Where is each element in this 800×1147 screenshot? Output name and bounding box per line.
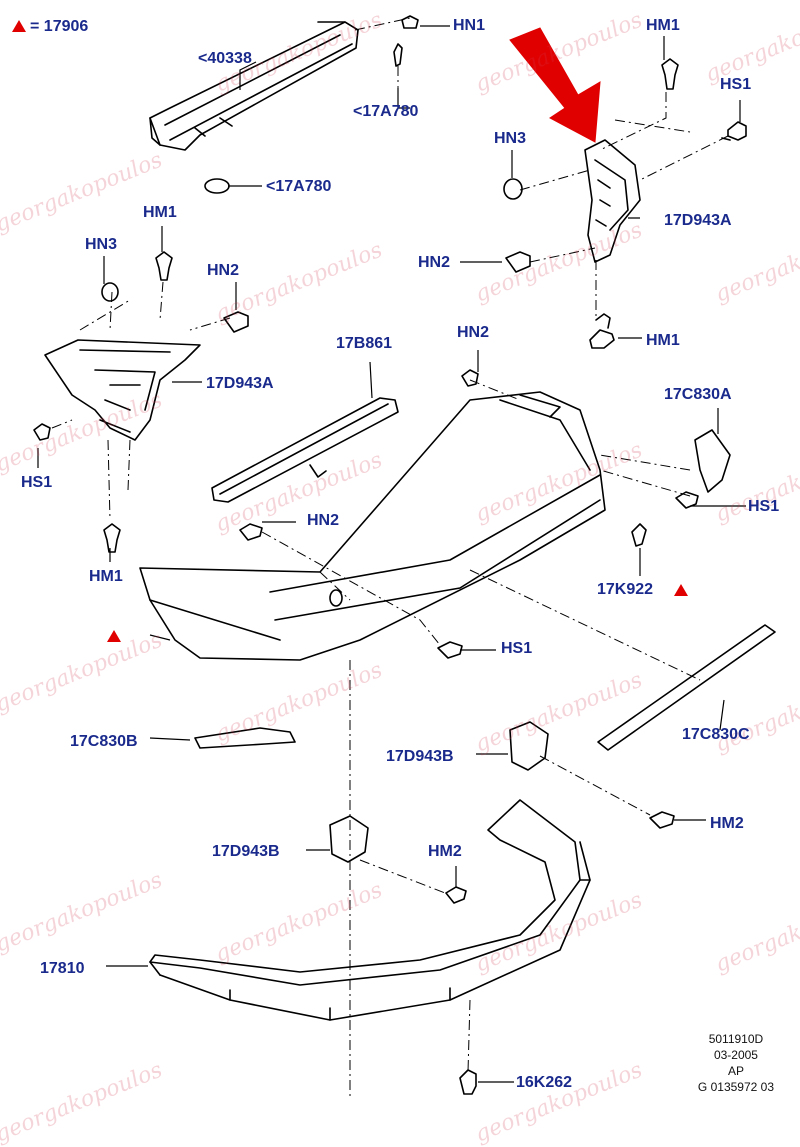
trim-strip-17b861: [211, 397, 399, 503]
bracket-17d943b-upper: [509, 721, 549, 771]
label-hn2-left: HN2: [207, 262, 240, 279]
label-17c830a: 17C830A: [664, 386, 732, 403]
label-hs1-top: HS1: [720, 76, 752, 93]
cap-17k922: [631, 523, 647, 547]
red-triangle-marker: [107, 630, 121, 642]
red-triangle-marker: [674, 584, 688, 596]
screw-hm2-mid: [445, 886, 467, 904]
bracket-17d943a-right: [584, 139, 641, 263]
clip-hm1-left: [155, 251, 173, 281]
bumper-cover: [139, 391, 606, 661]
lower-valance-17810: [149, 799, 591, 1021]
label-hn1-top: HN1: [453, 17, 486, 34]
label-hm1-lower: HM1: [89, 568, 123, 585]
legend-text: = 17906: [30, 18, 89, 35]
ref-line-4: G 0135972 03: [697, 1080, 774, 1094]
label-17810: 17810: [40, 960, 85, 977]
grommet-17a780: [204, 178, 230, 194]
label-40338: <40338: [198, 50, 252, 67]
bracket-17d943b-lower: [329, 815, 369, 863]
reinforcement-bar-40338: [149, 21, 359, 151]
screw-hm2-right: [649, 811, 675, 829]
nut-hn1-top: [401, 15, 419, 29]
clip-17a780-top: [393, 43, 403, 67]
end-piece-17c830a: [694, 429, 731, 493]
label-hn2-center: HN2: [307, 512, 340, 529]
nut-hn3-left: [101, 282, 119, 302]
ref-line-1: 5011910D: [708, 1032, 764, 1046]
label-17d943b-lower: 17D943B: [212, 843, 280, 860]
label-17a780-top: <17A780: [353, 103, 419, 120]
label-hm2-mid: HM2: [428, 843, 462, 860]
screw-hs1-left: [33, 423, 51, 441]
label-hn3-left: HN3: [85, 236, 118, 253]
bracket-17d943a-left: [44, 339, 201, 441]
bolt-hn2-mid: [461, 369, 479, 387]
label-17a780-bottom: <17A780: [266, 178, 332, 195]
label-hs1-center: HS1: [501, 640, 533, 657]
label-16k262: 16K262: [516, 1074, 573, 1091]
label-17d943a-right: 17D943A: [664, 212, 732, 229]
label-hm1-right: HM1: [646, 332, 680, 349]
label-17b861: 17B861: [336, 335, 393, 352]
label-hn3-right: HN3: [494, 130, 527, 147]
ref-line-2: 03-2005: [713, 1048, 758, 1062]
red-arrow: [509, 27, 601, 143]
leader-lines: [37, 25, 746, 1083]
label-17d943a-left: 17D943A: [206, 375, 274, 392]
screw-hn2-center: [239, 523, 263, 541]
drawing-reference: 5011910D 03-2005 AP G 0135972 03: [698, 1031, 774, 1095]
label-hm1-left: HM1: [143, 204, 177, 221]
label-hm2-right: HM2: [710, 815, 744, 832]
bolt-hn2-right: [505, 251, 531, 273]
label-hn2-right: HN2: [418, 254, 451, 271]
clip-hm1-lower: [103, 523, 121, 553]
screw-hs1-right: [675, 491, 699, 509]
red-triangle-marker: [12, 20, 26, 32]
screw-hs1-center: [437, 641, 463, 659]
clip-hm1-right: [589, 313, 615, 349]
bolt-hn2-left: [223, 311, 249, 333]
label-hm1-top: HM1: [646, 17, 680, 34]
clip-hm1-top: [661, 58, 679, 90]
label-17d943b-upper: 17D943B: [386, 748, 454, 765]
label-hs1-right: HS1: [748, 498, 780, 515]
assembly-lines: [51, 17, 729, 1100]
trim-strip-17c830c: [597, 624, 776, 751]
label-17k922: 17K922: [597, 581, 654, 598]
label-hs1-left: HS1: [21, 474, 53, 491]
ref-line-3: AP: [727, 1064, 744, 1078]
label-17c830b: 17C830B: [70, 733, 138, 750]
trim-strip-17c830b: [194, 727, 296, 749]
nut-hn3-right: [503, 178, 523, 200]
label-hn2-mid: HN2: [457, 324, 490, 341]
label-17c830c: 17C830C: [682, 726, 750, 743]
clip-16k262: [459, 1069, 477, 1095]
